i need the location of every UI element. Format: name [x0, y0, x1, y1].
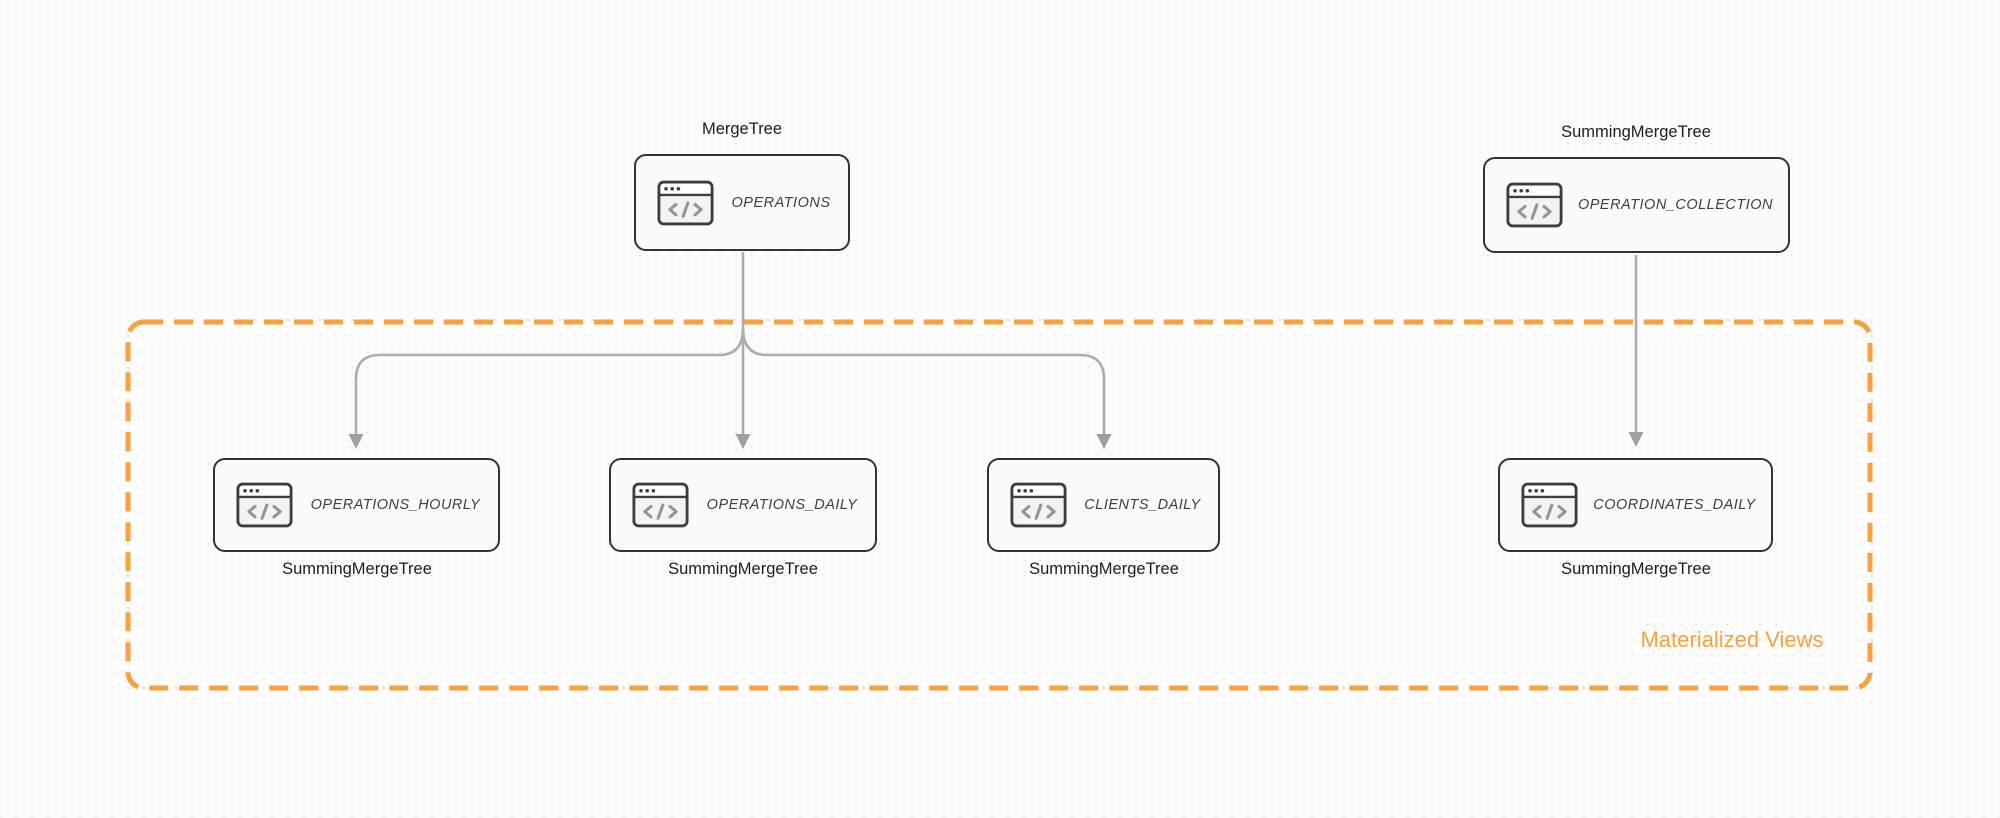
engine-label-clients-daily: SummingMergeTree	[1029, 560, 1179, 578]
code-window-icon	[632, 482, 689, 528]
arrowhead-icon	[735, 434, 751, 449]
table-node-coordinates-daily[interactable]: COORDINATES_DAILY	[1498, 458, 1773, 552]
table-node-operation-collection[interactable]: OPERATION_COLLECTION	[1483, 157, 1790, 253]
table-name: OPERATIONS	[731, 194, 831, 211]
engine-label-operations-hourly: SummingMergeTree	[282, 560, 432, 578]
engine-label-coordinates-daily: SummingMergeTree	[1561, 560, 1711, 578]
code-window-icon	[1506, 182, 1563, 228]
connector-operations-to-operations-hourly	[354, 327, 745, 434]
materialized-views-group-label: Materialized Views	[1640, 627, 1824, 652]
table-name: OPERATION_COLLECTION	[1577, 197, 1774, 213]
table-name: OPERATIONS_DAILY	[706, 497, 858, 513]
materialized-views-group-border	[125, 319, 1873, 691]
table-node-operations[interactable]: OPERATIONS	[634, 154, 850, 251]
arrowhead-icon	[348, 434, 364, 449]
table-name: OPERATIONS_HOURLY	[310, 497, 481, 513]
table-node-operations-daily[interactable]: OPERATIONS_DAILY	[609, 458, 877, 552]
table-name: CLIENTS_DAILY	[1084, 497, 1201, 513]
table-node-operations-hourly[interactable]: OPERATIONS_HOURLY	[213, 458, 500, 552]
table-node-clients-daily[interactable]: CLIENTS_DAILY	[987, 458, 1220, 552]
engine-label-operations-daily: SummingMergeTree	[668, 560, 818, 578]
engine-label-operations: MergeTree	[701, 120, 783, 138]
arrowhead-icon	[1628, 432, 1644, 447]
code-window-icon	[657, 180, 714, 226]
connector-operations-to-clients-daily	[741, 327, 1106, 434]
code-window-icon	[1010, 482, 1067, 528]
code-window-icon	[1521, 482, 1578, 528]
engine-label-operation-collection: SummingMergeTree	[1561, 123, 1711, 141]
table-name: COORDINATES_DAILY	[1593, 497, 1756, 513]
code-window-icon	[236, 482, 293, 528]
arrowhead-icon	[1096, 434, 1112, 449]
